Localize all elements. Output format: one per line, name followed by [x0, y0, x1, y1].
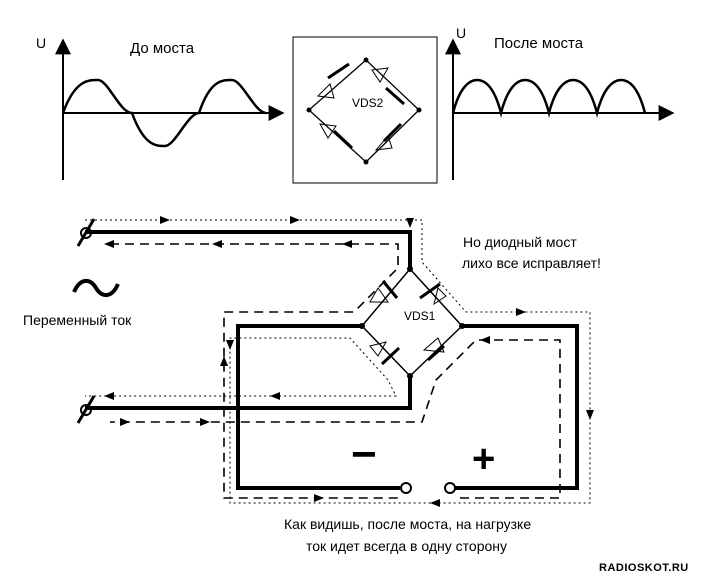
graph-title: После моста: [494, 35, 584, 52]
graph-before-bridge: U До моста: [36, 35, 285, 180]
graph-after-bridge: U После моста: [445, 25, 675, 180]
junction-top: [407, 266, 413, 272]
bridge-box: VDS2: [292, 36, 438, 184]
main-circuit: VDS1: [72, 218, 579, 494]
sine-wave: [61, 78, 267, 148]
diode-triangle: [371, 67, 389, 83]
diode-triangle: [316, 83, 335, 99]
diode-bar: [332, 129, 354, 150]
diode-bar: [419, 282, 441, 300]
plus-sign: +: [472, 437, 495, 481]
ac-terminal-top: [76, 218, 96, 247]
graph-title: До моста: [130, 40, 195, 57]
note-fix-line1: Но диодный мост: [463, 234, 577, 250]
junction-left: [359, 323, 365, 329]
y-axis-label: U: [36, 35, 46, 51]
bridge-label: VDS2: [352, 96, 384, 110]
current-path-dashed: [110, 243, 561, 499]
diode-bar: [427, 344, 445, 362]
current-arrows: [104, 216, 594, 507]
ac-terminal-bottom: [76, 395, 96, 424]
diode-bar: [382, 122, 403, 143]
bridge-label: VDS1: [404, 309, 436, 323]
y-axis-label: U: [456, 25, 466, 41]
junction-right: [459, 323, 465, 329]
diode-triangle: [369, 341, 388, 357]
node-right: [416, 107, 422, 113]
diode-triangle: [374, 135, 393, 151]
junction-bottom: [407, 373, 413, 379]
current-path-dotted: [85, 219, 591, 504]
minus-sign: −: [351, 430, 377, 479]
node-bottom: [363, 159, 369, 165]
diode-triangle: [433, 287, 447, 306]
diode-bar: [381, 280, 399, 299]
ac-symbol: [72, 279, 120, 297]
ac-label: Переменный ток: [23, 312, 132, 328]
diode-bar: [380, 346, 401, 366]
watermark: RADIOSKOT.RU: [599, 562, 689, 574]
node-top: [363, 57, 369, 63]
load-terminal-plus: [444, 482, 456, 494]
diode-triangle: [319, 123, 337, 139]
circuit-wires: [85, 230, 579, 490]
rectified-wave: [451, 78, 647, 118]
diode-bar: [385, 86, 405, 106]
note-result-line1: Как видишь, после моста, на нагрузке: [284, 516, 531, 532]
diode-triangle: [369, 287, 389, 303]
load-terminal-minus: [400, 482, 412, 494]
bridge-wires: [308, 59, 420, 163]
diode-triangle: [422, 337, 445, 353]
bridge-frame: [292, 36, 438, 184]
diode-bar: [327, 62, 350, 80]
node-left: [306, 107, 312, 113]
note-result-line2: ток идет всегда в одну сторону: [306, 538, 507, 554]
note-fix-line2: лихо все исправляет!: [462, 255, 601, 271]
